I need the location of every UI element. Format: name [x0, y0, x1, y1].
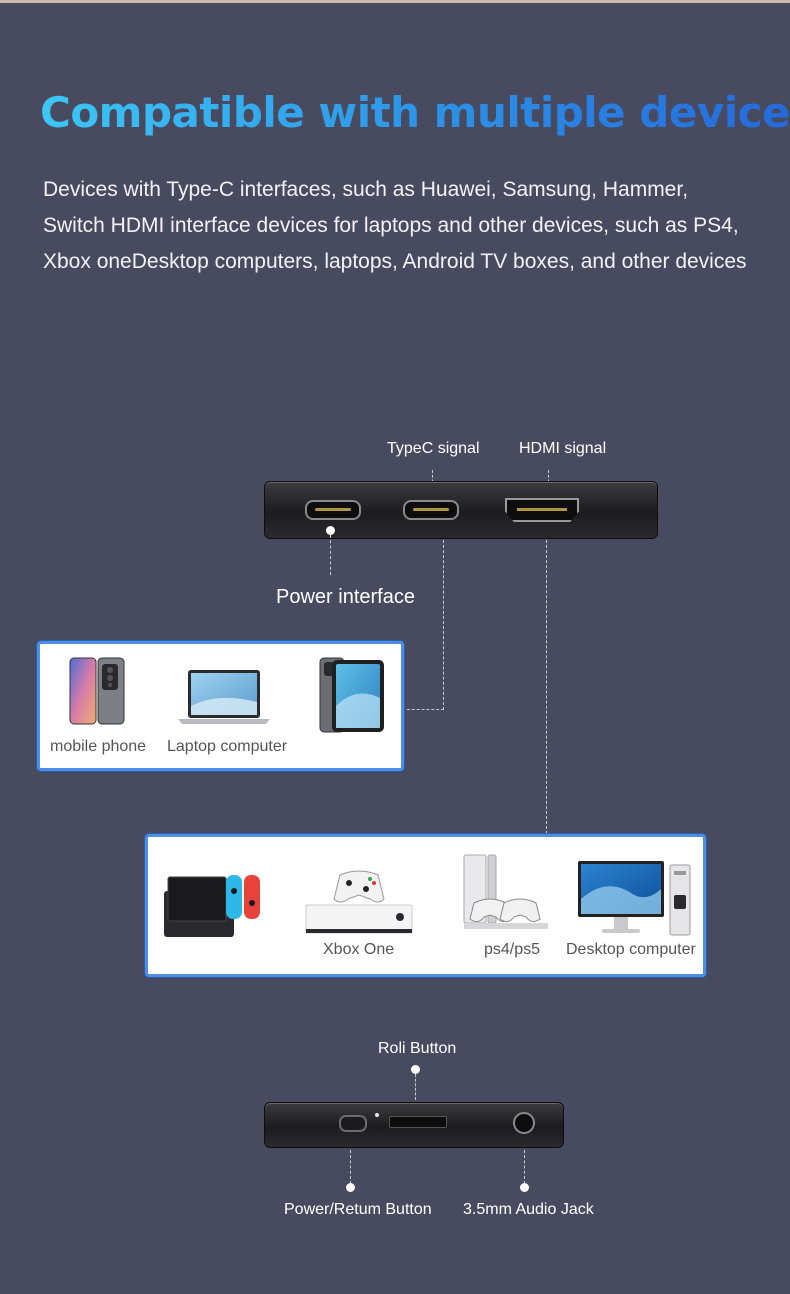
top-divider	[0, 0, 790, 3]
hdmi-devices-card: Xbox One ps4/ps5 Desktop computer	[145, 834, 706, 977]
typec-signal-port	[403, 500, 459, 520]
desktop-computer-label: Desktop computer	[566, 941, 696, 958]
power-return-button-label: Power/Retum Button	[284, 1201, 432, 1218]
roli-button-dot	[411, 1065, 420, 1074]
switch-console-icon	[164, 875, 260, 937]
description: Devices with Type-C interfaces, such as …	[43, 172, 773, 280]
hdmi-signal-line	[546, 540, 547, 834]
roli-button	[389, 1116, 447, 1128]
description-line: Devices with Type-C interfaces, such as …	[43, 178, 689, 201]
typec-signal-line-horizontal	[402, 709, 444, 710]
audio-jack-dot	[520, 1183, 529, 1192]
playstation-icon	[463, 854, 548, 929]
hdmi-port	[505, 498, 579, 522]
power-interface-label: Power interface	[276, 586, 415, 608]
audio-jack	[513, 1112, 535, 1134]
power-button-dot	[346, 1183, 355, 1192]
desktop-computer-icon	[578, 861, 691, 936]
typec-signal-label: TypeC signal	[387, 440, 480, 457]
laptop-icon	[178, 670, 270, 724]
monitor-side-buttons	[264, 1102, 564, 1148]
audio-jack-label: 3.5mm Audio Jack	[463, 1201, 594, 1218]
power-button-connector	[350, 1150, 351, 1184]
typec-signal-line	[443, 540, 444, 710]
xbox-one-icon	[305, 870, 413, 934]
power-interface-connector	[330, 535, 331, 575]
monitor-side-ports	[264, 481, 658, 539]
typec-devices-card: mobile phone Laptop computer	[37, 641, 404, 771]
power-interface-dot	[326, 526, 335, 535]
hdmi-signal-label: HDMI signal	[519, 440, 607, 457]
playstation-label: ps4/ps5	[484, 941, 541, 958]
audio-jack-connector	[524, 1150, 525, 1184]
page-title: Compatible with multiple devices	[40, 88, 790, 137]
power-typec-port	[305, 500, 361, 520]
power-button	[339, 1115, 367, 1132]
indicator-light	[375, 1113, 379, 1117]
laptop-label: Laptop computer	[167, 738, 288, 755]
xbox-one-label: Xbox One	[323, 941, 395, 958]
mobile-phone-label: mobile phone	[50, 738, 147, 755]
tablet-icon	[319, 657, 384, 733]
mobile-phone-icon	[69, 657, 125, 725]
roli-button-label: Roli Button	[378, 1040, 457, 1057]
description-line: Xbox oneDesktop computers, laptops, Andr…	[43, 250, 747, 273]
description-line: Switch HDMI interface devices for laptop…	[43, 214, 739, 237]
roli-button-connector	[415, 1074, 416, 1100]
